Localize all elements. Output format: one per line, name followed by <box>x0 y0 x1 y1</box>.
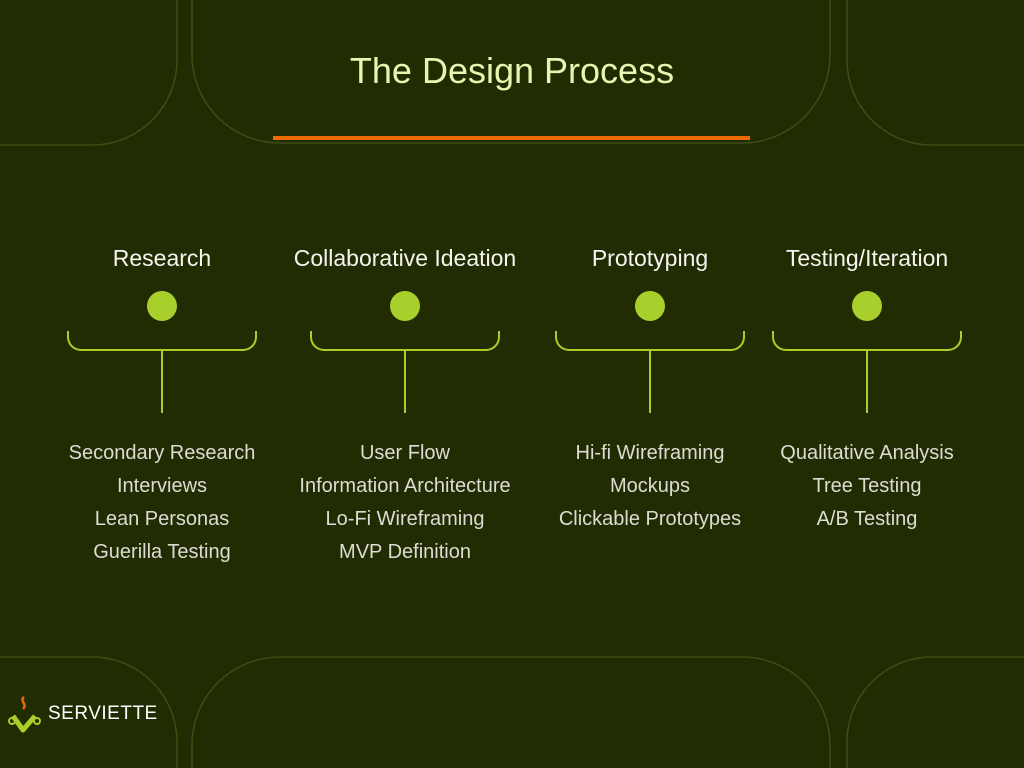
stage-dot <box>635 291 665 321</box>
stage-item: Lean Personas <box>94 508 230 530</box>
stage-item: Hi-fi Wireframing <box>575 442 725 464</box>
stage-item: Lo-Fi Wireframing <box>325 508 485 530</box>
stage-item: Information Architecture <box>299 475 511 497</box>
brand-name: SERVIETTE <box>48 703 158 724</box>
stage-item: MVP Definition <box>339 541 471 563</box>
stage-item: Mockups <box>609 475 691 497</box>
stage-brace-connector <box>67 331 257 443</box>
stage-item: Tree Testing <box>812 475 922 497</box>
stage-title: Prototyping <box>591 245 709 271</box>
stage-item: Qualitative Analysis <box>780 442 954 464</box>
stage-brace-connector <box>310 331 500 443</box>
page-title: The Design Process <box>349 50 675 91</box>
stage-brace-connector <box>555 331 745 443</box>
brand-logo: SERVIETTE <box>8 694 158 734</box>
stage-item: Clickable Prototypes <box>558 508 742 530</box>
stage-item: A/B Testing <box>816 508 918 530</box>
stage-title: Testing/Iteration <box>785 245 949 271</box>
stage-dot <box>390 291 420 321</box>
stage-title: Collaborative Ideation <box>293 245 517 271</box>
stage-dot <box>147 291 177 321</box>
stage-title: Research <box>112 245 212 271</box>
stage-item: Secondary Research <box>68 442 256 464</box>
stage-brace-connector <box>772 331 962 443</box>
stage-item: Interviews <box>116 475 208 497</box>
title-underline <box>273 136 750 140</box>
serviette-logo-icon <box>8 696 41 733</box>
stage-dot <box>852 291 882 321</box>
stage-item: Guerilla Testing <box>93 541 231 563</box>
stage-item: User Flow <box>359 442 450 464</box>
